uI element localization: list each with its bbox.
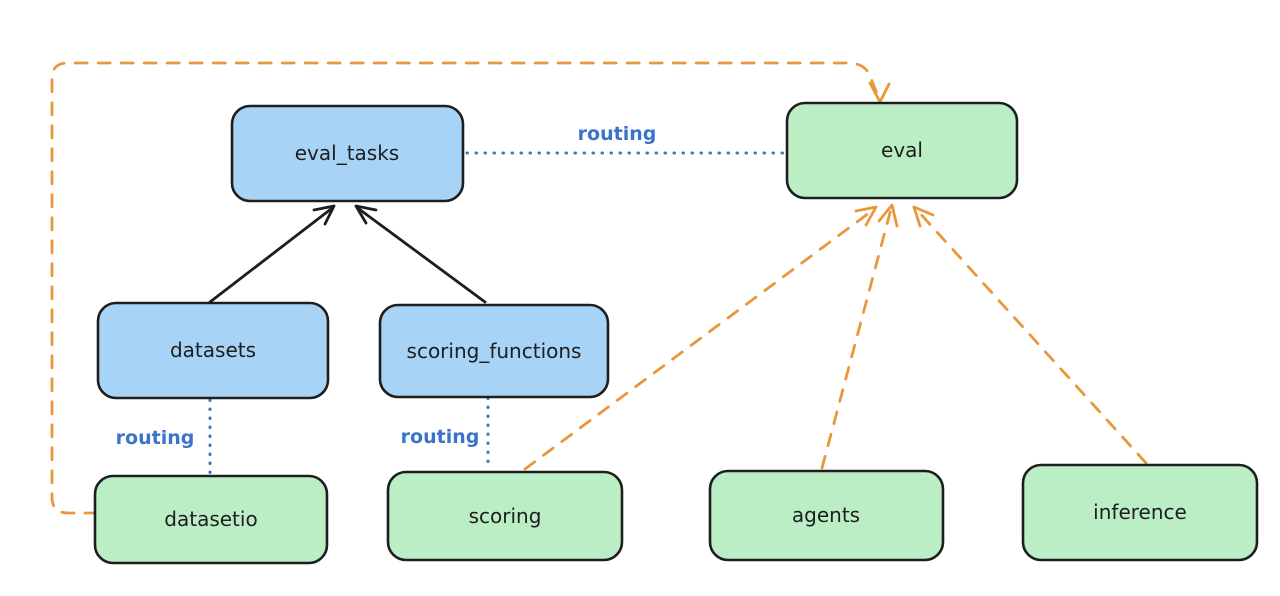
edge-scoring-functions-to-eval-tasks-line: [357, 207, 487, 304]
edge-scoring-to-eval-arrowhead: [854, 205, 878, 227]
node-datasetio: datasetio: [93, 474, 329, 565]
edge-datasetio-to-eval-line: [50, 61, 880, 515]
node-agents-box: [708, 469, 945, 562]
edge-inference-to-eval-line: [915, 208, 1148, 465]
node-datasetio-label: datasetio: [164, 507, 257, 531]
edge-datasets-to-eval-tasks-line: [208, 207, 333, 304]
node-inference-label: inference: [1093, 500, 1187, 524]
edge-agents-to-eval: [820, 203, 899, 470]
node-scoring-box: [386, 470, 624, 562]
routing-label-scoring-functions-scoring: routing: [401, 426, 480, 448]
node-eval-tasks: eval_tasks: [230, 104, 465, 203]
node-eval-tasks-box: [230, 104, 465, 203]
node-datasetio-box: [93, 474, 329, 565]
node-agents-label: agents: [792, 503, 860, 527]
edge-datasetio-to-eval: [50, 61, 891, 515]
node-inference-box: [1021, 463, 1259, 562]
node-scoring-functions-label: scoring_functions: [407, 339, 582, 363]
node-inference: inference: [1021, 463, 1259, 562]
node-eval: eval: [785, 101, 1019, 200]
node-datasets: datasets: [96, 301, 330, 400]
edge-scoring-to-eval-line: [523, 208, 875, 471]
node-datasets-box: [96, 301, 330, 400]
edge-datasets-to-eval-tasks-arrowhead: [312, 204, 336, 226]
edge-inference-to-eval-arrowhead: [912, 205, 935, 228]
routing-label-eval-tasks-eval: routing: [578, 123, 657, 145]
node-eval-label: eval: [881, 138, 923, 162]
edge-scoring-functions-to-eval-tasks: [354, 204, 487, 304]
node-scoring-label: scoring: [469, 504, 542, 528]
node-eval-box: [785, 101, 1019, 200]
edge-agents-to-eval-line: [820, 207, 893, 470]
edge-agents-to-eval-arrowhead: [877, 203, 899, 228]
node-scoring-functions-box: [378, 303, 610, 399]
node-eval-tasks-label: eval_tasks: [295, 141, 399, 165]
edge-datasetio-to-eval-arrowhead: [868, 81, 891, 104]
node-datasets-label: datasets: [170, 338, 256, 362]
node-scoring: scoring: [386, 470, 624, 562]
edge-scoring-to-eval: [523, 205, 878, 471]
routing-label-datasets-datasetio: routing: [116, 427, 195, 449]
edge-datasets-to-eval-tasks: [208, 204, 336, 304]
edge-inference-to-eval: [912, 205, 1148, 465]
node-agents: agents: [708, 469, 945, 562]
edge-scoring-functions-to-eval-tasks-arrowhead: [354, 204, 378, 225]
node-scoring-functions: scoring_functions: [378, 303, 610, 399]
